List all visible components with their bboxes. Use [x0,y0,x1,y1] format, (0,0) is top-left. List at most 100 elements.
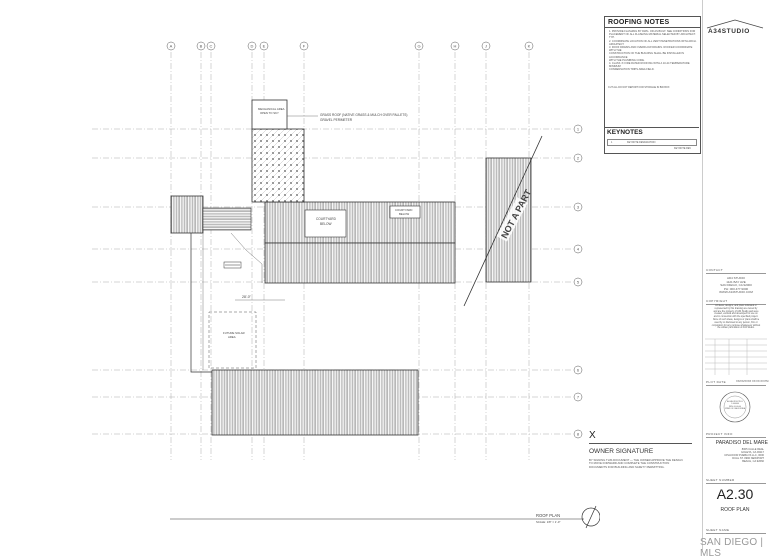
roofing-note-line: 2. COORDINATE LOCATION OF ALL VENT PENET… [609,39,697,46]
roof-west-wing [170,195,204,234]
roof-central-wing [264,201,456,244]
address-line: BEACH, CA 92660 [742,460,764,463]
roofing-note-line: PLACEMENT OF ALL FLASHING MATERIAL SELEC… [609,33,696,40]
roofing-note-line: 3. ROOF DRAINS AND OVERFLOW DRAINS. ROOF… [609,46,693,53]
project-info-label: PROJECT INFO [706,432,733,436]
revision-table [705,338,767,375]
roofing-notes-list: 1. PROVIDE FLASHING BY DWG. OR AS BUILT.… [605,28,700,72]
mechanical-area [251,99,288,130]
roofing-notes-box: ROOFING NOTES 1. PROVIDE FLASHING BY DWG… [604,16,701,154]
plot-date-rule [706,385,766,386]
grid-row-label: 1 [577,127,580,132]
grid-col-label: B [200,44,203,49]
grid-col-label: A [170,44,173,49]
sheet-title: ROOF PLAN [720,507,750,513]
stair-block [202,207,252,231]
grid-bubble-col [450,41,460,51]
grid-bubble-col [259,41,269,51]
mls-watermark: SAN DIEGO | MLS [700,537,764,559]
contact-label: CONTACT [706,268,724,272]
owner-x-mark: X [589,430,596,441]
roofing-note-line: 4. CLASS 'A' FIRE RATED ROOFING WITH A 1… [609,62,690,69]
grid-bubble-row [573,244,583,254]
grid-col-label: F [303,44,306,49]
grid-col-label: C [210,44,213,49]
roof-central-lower [264,242,456,284]
copyright-text: All ideas, designs, and plans indicated … [706,305,766,330]
contact-line: SAN DIEGO, CA 92000 [720,283,752,288]
grid-col-label: D [251,44,254,49]
sheet-name-label: SHEET NAME [706,528,730,532]
grid-row-label: 3 [577,205,580,210]
grid-bubble-col [481,41,491,51]
contact-line: PH: 000.477.9000 [723,286,749,291]
seal-line: REN. 00-00-00 [729,405,741,408]
courtyard-1-label-1: COURTYARD [316,217,337,221]
grid-bubble-col [299,41,309,51]
copyright-line: corporation for any purpose whatsoever w… [711,324,761,327]
dim-label: 28'-0" [242,295,252,299]
grid-bubble-col [524,41,534,51]
firm-logo-icon [706,19,764,29]
owner-signature-label: OWNER SIGNATURE [589,448,654,455]
grid-row-label: 7 [577,395,580,400]
grid-row-label: 6 [577,368,580,373]
project-info-rule [706,437,766,438]
grid-bubble-row [573,392,583,402]
project-name: PARADISO DEL MARE [715,440,768,446]
mech-label-1: MECHANICAL AREA [258,107,285,111]
copyright-line: used by or disclosed to any person, firm… [714,321,758,324]
grid-col-label: J [485,44,487,49]
roofing-note-line: CONDENSATION TRIPS AREA FIELD. [609,68,655,72]
sheet-number-label: SHEET NUMBER [706,478,735,482]
address-line: 8005 CALLE REAL [741,448,764,451]
courtyard-1 [304,209,347,238]
grid-row-label: 5 [577,280,580,285]
grid-bubble-row [573,124,583,134]
grid-bubble-col [206,41,216,51]
courtyard-2-label-2: BELOW [399,212,409,216]
seal-line: ALLAN WOLFTELL [727,401,743,403]
keynote-row: 1 KEYNOTE DESIGNATION [607,139,697,146]
green-roof-label-2: GRAVEL PERIMETER [320,118,353,122]
sheet-number-rule [706,483,766,484]
plan-title: ROOF PLAN [536,513,560,518]
copyright-line: represented by this drawing are owned by [714,307,758,310]
copyright-line: created, evolved and developed for use o… [714,313,758,316]
grid-bubble-row [573,429,583,439]
future-solar-area [208,311,257,369]
copyright-rule [706,304,766,305]
grid-row-label: 4 [577,247,580,252]
green-roof-label-1: GRASS ROOF (NATIVE GRASS & MULCH OVER PA… [320,113,407,117]
grid-bubble-row [573,153,583,163]
courtyard-1-label-2: BELOW [320,222,332,226]
sheet-number: A2.30 [716,486,754,502]
grid-col-label: G [417,44,420,49]
keynotes-box: KEYNOTES 1 KEYNOTE DESIGNATION KEYNOTE R… [604,127,699,153]
courtyard-2-label-1: COURTYARD [395,208,412,212]
owner-signature-line [589,443,692,444]
courtyard-2 [389,205,421,219]
copyright-line: All ideas, designs, and plans indicated … [715,305,757,307]
copyright-line: the written permission of A34 Studio. [717,327,755,330]
roofing-note-line: CONSTRUCTION OF THE BUILDING SHALL BE IN… [609,52,685,59]
grid-bubble-row [573,365,583,375]
seal-line: C-000000 [731,403,739,406]
plot-date-label: PLOT DATE [706,380,726,384]
grid-row-label: 8 [577,432,580,437]
owner-signature-note: BY SIGNING THIS DOCUMENT — THE OWNER APP… [589,458,683,469]
grid-bubble-row [573,202,583,212]
roofing-note-line: WITH THE PLUMBING CODE. [609,58,645,62]
grid-row-label: 2 [577,156,580,161]
grid-bubble-col [196,41,206,51]
copyright-line: and are the property of A34 Studio and w… [713,310,759,313]
grid-bubble-col [166,41,176,51]
contact-line: AD4 STUDIO [726,276,745,280]
plan-scale: SCALE: 1/8" = 1'-0" [536,520,560,524]
copyright-line: None of such ideas, designs or plans sha… [712,318,760,321]
